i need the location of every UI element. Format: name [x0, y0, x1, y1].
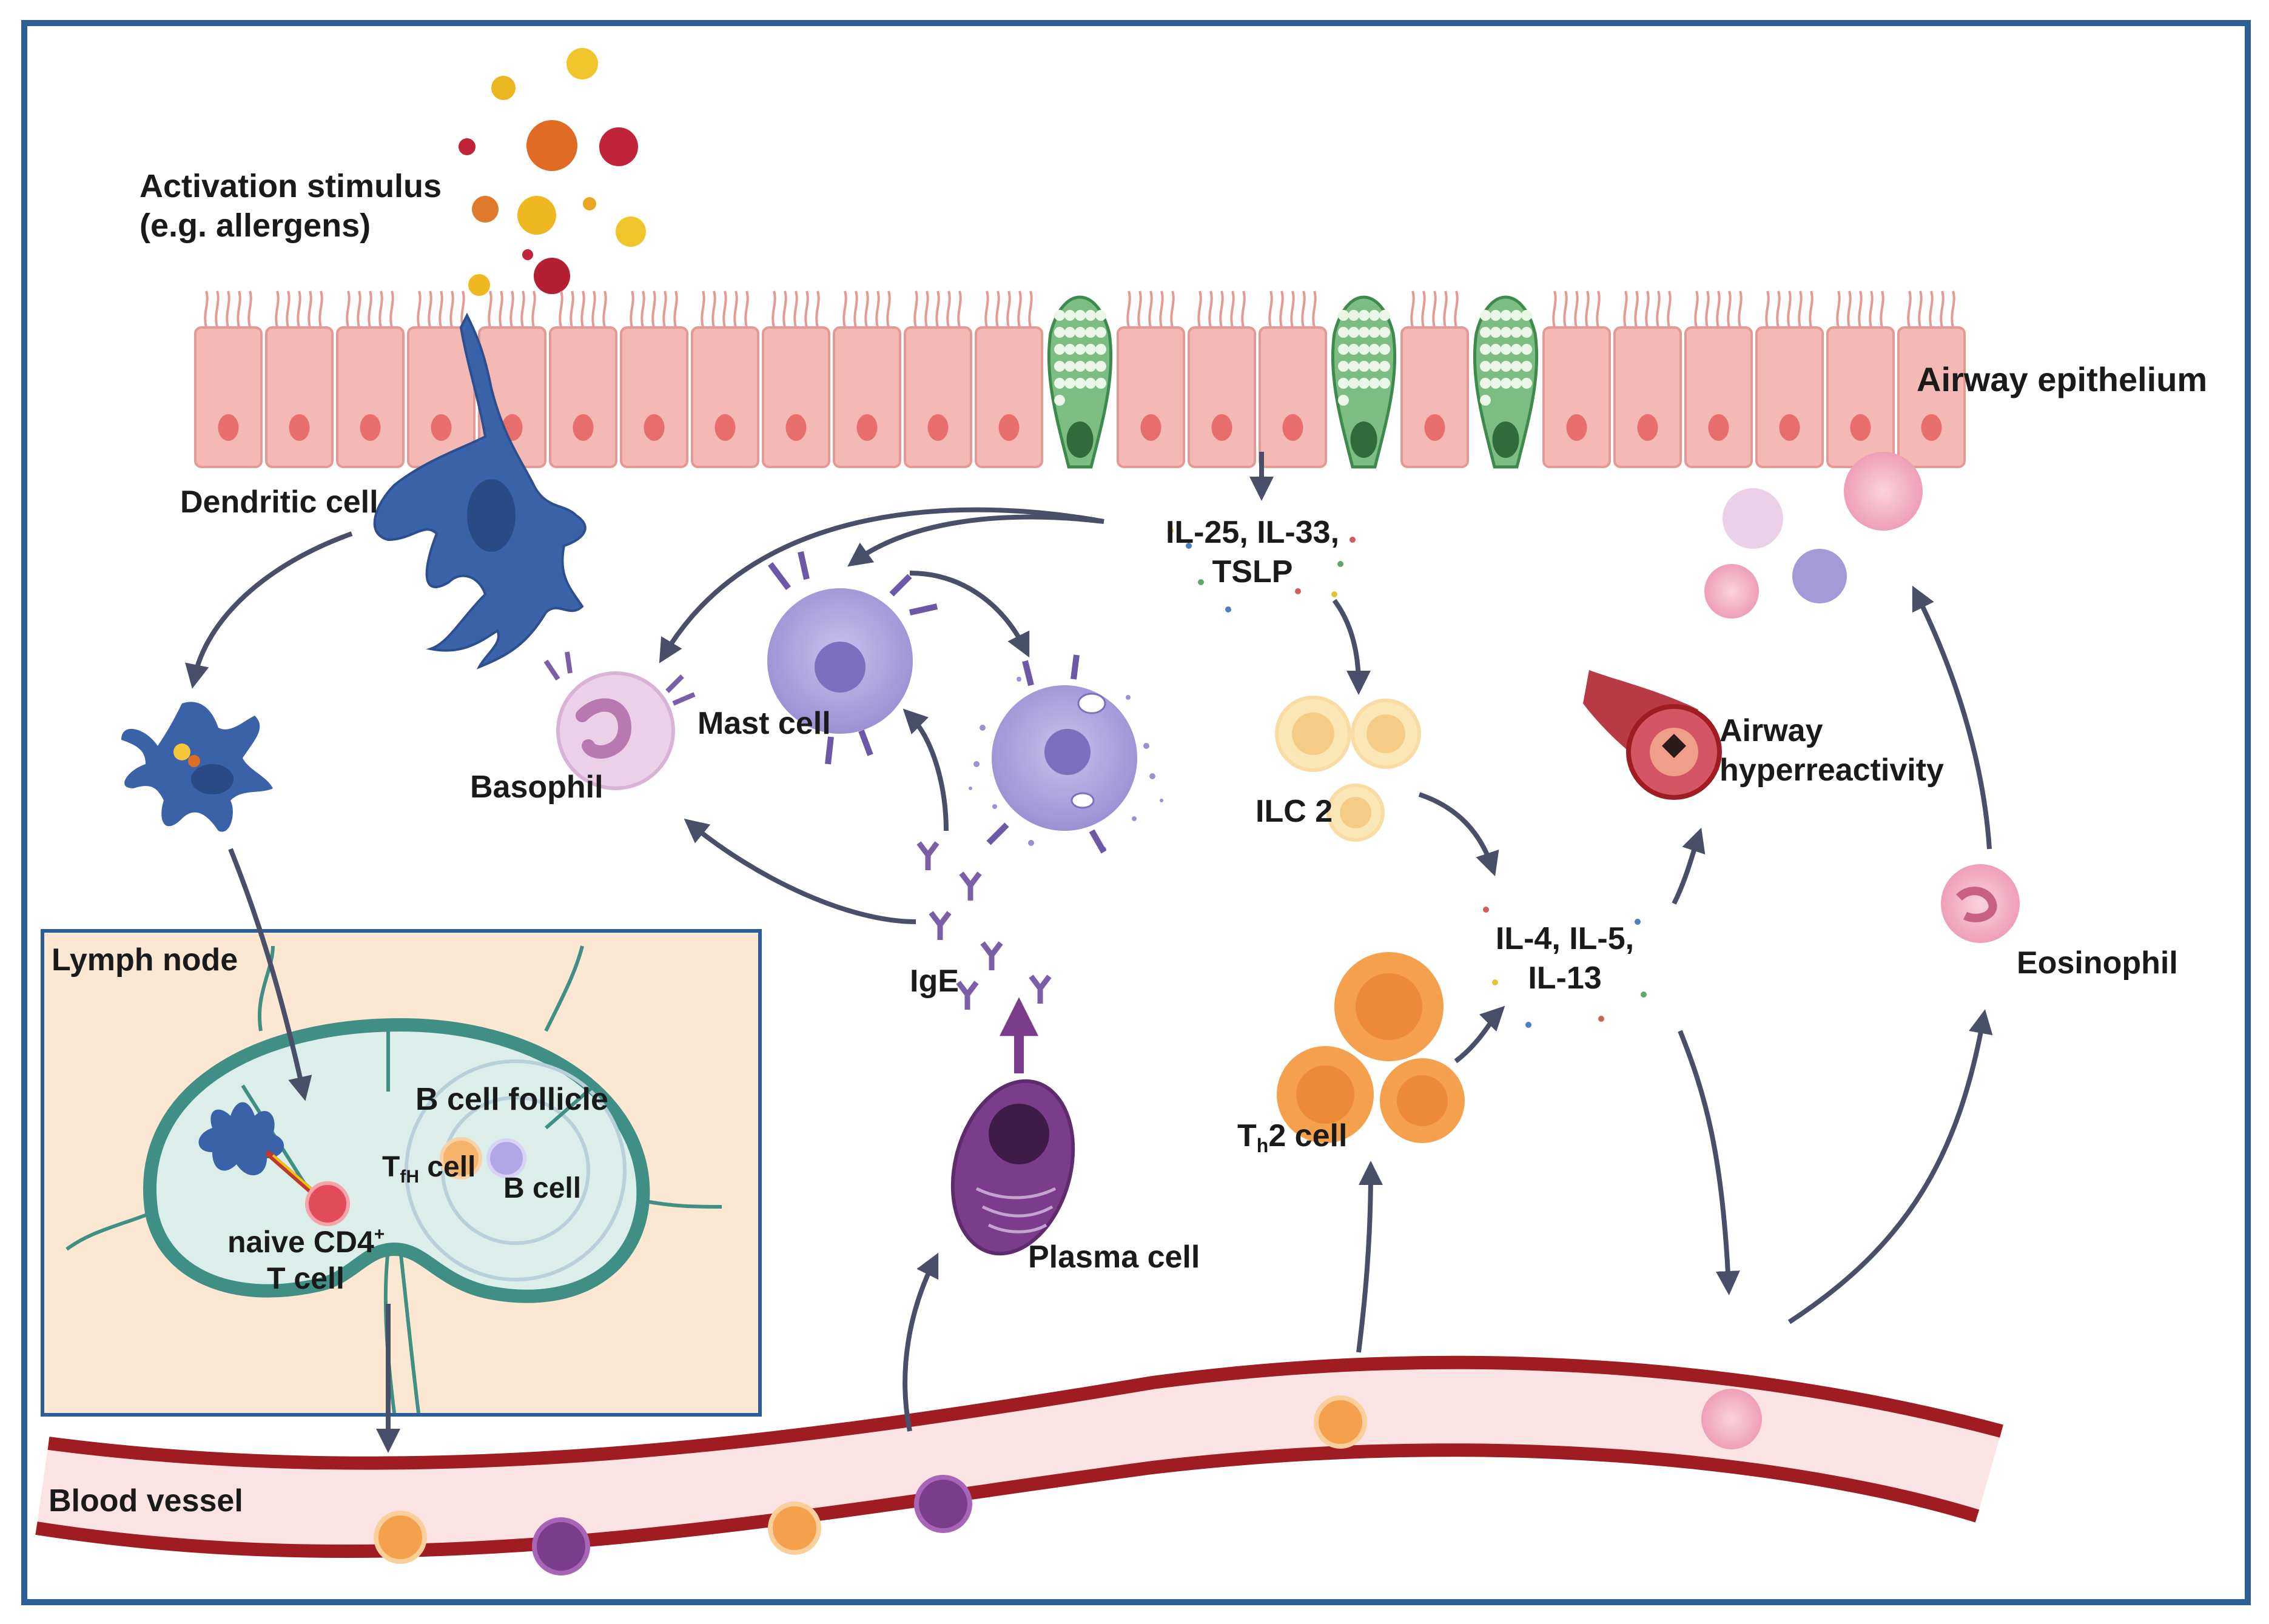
- naive-cd4-label-line2: T cell: [267, 1261, 345, 1295]
- epithelial-cell: [762, 290, 830, 468]
- epithelial-cell: [336, 290, 405, 468]
- blood-vessel: [35, 1355, 2003, 1575]
- epithelial-cell: [1542, 290, 1611, 468]
- goblet-cell: [1047, 295, 1113, 469]
- eosinophil-label: Eosinophil: [2017, 945, 2178, 981]
- airway-epithelium-label: Airway epithelium: [1917, 360, 2207, 398]
- epithelial-cell: [1259, 290, 1327, 468]
- lymph-node: [66, 945, 722, 1414]
- blood-vessel-label: Blood vessel: [49, 1483, 243, 1518]
- goblet-cell: [1473, 295, 1539, 469]
- epithelial-cell: [1400, 290, 1469, 468]
- tfh-cell-label: TfH cell: [382, 1151, 476, 1187]
- epithelial-cell: [904, 290, 972, 468]
- flow-arrows: [185, 452, 1993, 1453]
- b-cell-label: B cell: [503, 1172, 581, 1204]
- mast-cell: [767, 551, 938, 765]
- basophil-label: Basophil: [470, 770, 603, 805]
- plasma-cell: [950, 1079, 1075, 1256]
- mast-cell-degranulating: [969, 654, 1163, 854]
- epithelial-cell: [1613, 290, 1682, 468]
- epithelial-cell: [1117, 290, 1185, 468]
- dendritic-cell-label: Dendritic cell: [180, 485, 378, 520]
- mast-cell-label: Mast cell: [698, 706, 831, 741]
- epithelial-cell: [1755, 290, 1824, 468]
- ige-label: IgE: [910, 964, 959, 999]
- cytokines-label-line2: TSLP: [1212, 554, 1293, 589]
- eosinophil-cells: [1704, 452, 2020, 943]
- airway-epithelium: [194, 290, 1966, 469]
- ige-antibodies: [916, 841, 1052, 1010]
- activation-label-line2: (e.g. allergens): [140, 207, 371, 244]
- epithelial-cell: [1188, 290, 1256, 468]
- airway-hyper-label-line2: hyperreactivity: [1719, 753, 1944, 788]
- epithelial-cell: [691, 290, 759, 468]
- airway-hyper-label-line1: Airway: [1719, 713, 1823, 748]
- b-cell-follicle-label: B cell follicle: [415, 1082, 608, 1117]
- epithelial-cell: [620, 290, 688, 468]
- epithelial-cell: [1684, 290, 1753, 468]
- epithelial-cell: [975, 290, 1043, 468]
- epithelial-cell: [549, 290, 617, 468]
- allergen-particles: [459, 48, 646, 296]
- activation-label-line1: Activation stimulus: [140, 168, 442, 204]
- airway-tube: [1583, 670, 1722, 800]
- il-label-line2: IL-13: [1528, 961, 1601, 996]
- goblet-cell: [1331, 295, 1397, 469]
- epithelial-cell: [194, 290, 263, 468]
- dendritic-cell-migrating: [121, 702, 273, 832]
- plasma-cell-label: Plasma cell: [1028, 1240, 1200, 1275]
- dendritic-cell-large: [373, 312, 587, 669]
- epithelial-cell: [1897, 290, 1966, 468]
- lymph-node-label: Lymph node: [52, 942, 238, 978]
- epithelial-cell: [1826, 290, 1895, 468]
- cytokine-dots: [1168, 528, 1647, 1028]
- th2-cells: [1277, 952, 1465, 1143]
- ilc2-cells: [1275, 696, 1421, 842]
- ilc2-label: ILC 2: [1256, 794, 1333, 829]
- epithelial-cell: [265, 290, 334, 468]
- naive-cd4-label-line1: naive CD4+: [227, 1224, 385, 1259]
- th2-cell-label: Th2 cell: [1237, 1118, 1347, 1156]
- basophil-cell: [543, 651, 696, 790]
- il-label-line1: IL-4, IL-5,: [1496, 921, 1634, 956]
- epithelial-cell: [833, 290, 901, 468]
- cytokines-label-line1: IL-25, IL-33,: [1166, 515, 1339, 550]
